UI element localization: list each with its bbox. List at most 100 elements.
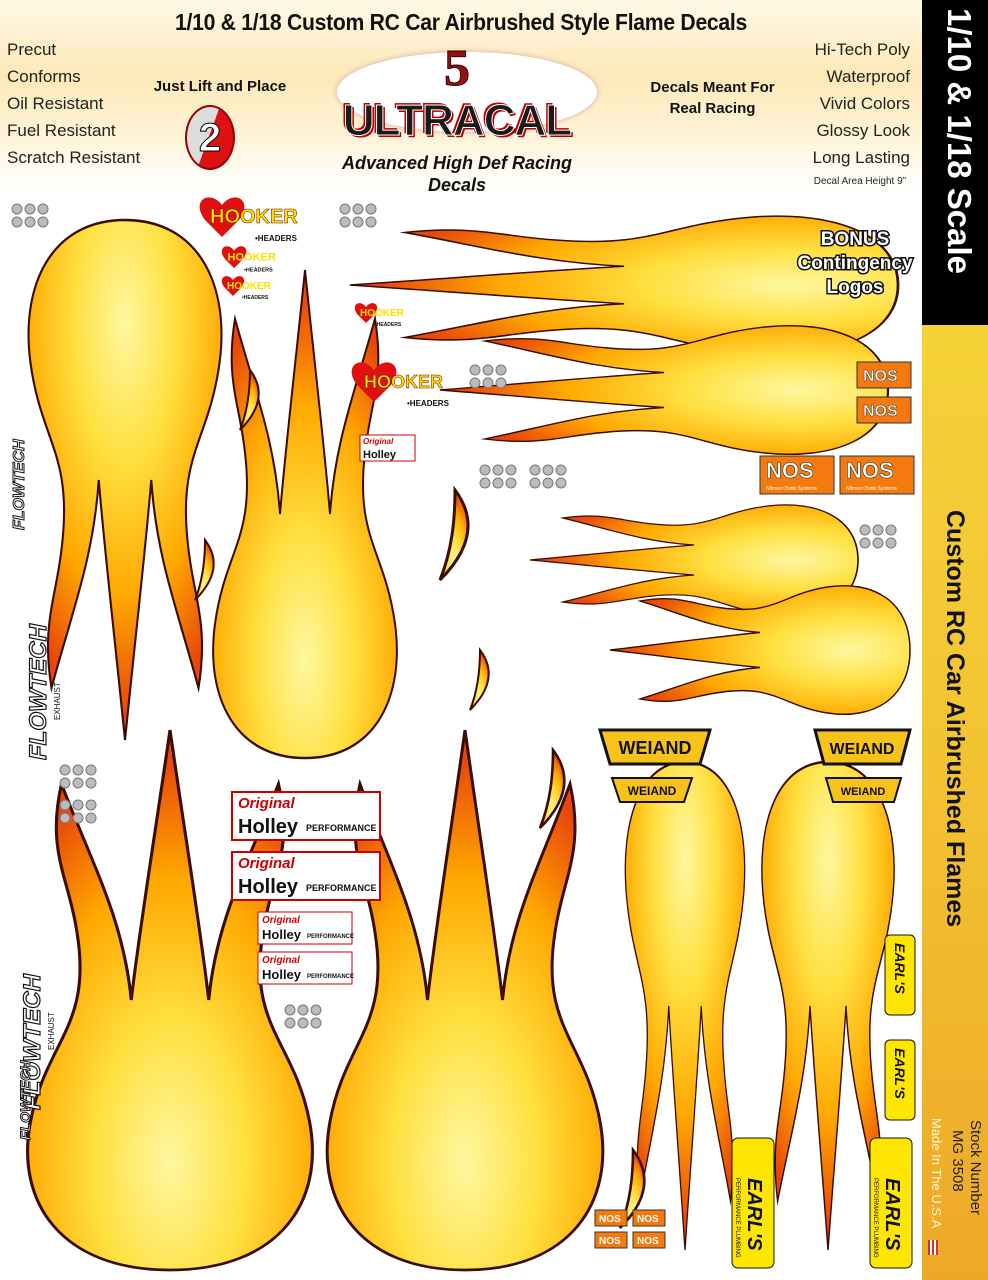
logo-oval [337,52,597,132]
feature-left: Conforms [7,67,81,86]
nos-logo: NOS [594,1231,628,1249]
flame-decal [438,324,890,456]
stock-label: Stock Number [967,1120,984,1216]
svg-text:NOS: NOS [599,1214,621,1225]
hardware-decal [529,464,567,489]
svg-text:Holley: Holley [363,449,397,461]
svg-text:•HEADERS: •HEADERS [242,295,269,301]
svg-text:Holley: Holley [238,876,299,898]
decal-sheet: HOOKER •HEADERS HOOKER •HEADERS HOOKER •… [11,197,916,1272]
flowtech-logo: FLOWTECH [17,1059,34,1140]
hardware-decal [469,364,507,389]
svg-text:PERFORMANCE PLUMBING: PERFORMANCE PLUMBING [734,1178,740,1258]
hardware-decal [284,1004,322,1029]
feature-left: Oil Resistant [7,94,104,113]
earls-logo: EARL'S [884,1039,916,1121]
feature-right: Long Lasting [812,148,910,167]
product-label: Custom RC Car Airbrushed Flames [941,510,969,928]
feature-left: Fuel Resistant [7,121,116,140]
scale-label: 1/10 & 1/18 Scale [941,8,978,275]
svg-text:WEIAND: WEIAND [628,784,677,798]
svg-text:EXHAUST: EXHAUST [53,682,62,720]
flame-wisp-decal [194,539,215,601]
svg-text:NOS: NOS [846,458,894,483]
nos-logo: NOS [594,1209,628,1227]
feature-right: Hi-Tech Poly [814,40,910,59]
step-badge: 2 [185,105,235,170]
svg-text:Original: Original [262,915,300,926]
svg-text:HOOKER: HOOKER [227,281,272,292]
feature-right: Glossy Look [816,121,910,140]
weiand-logo: WEIAND [597,728,713,766]
svg-text:EXHAUST: EXHAUST [47,1012,56,1050]
svg-text:Original: Original [262,955,300,966]
step-number: 2 [198,116,222,161]
bonus-contingency-label: BONUS Contingency Logos [796,228,914,300]
svg-text:FLOWTECH: FLOWTECH [17,1060,33,1140]
svg-text:WEIAND: WEIAND [619,738,692,758]
svg-text:Nitrous Oxide Systems: Nitrous Oxide Systems [766,486,817,492]
svg-text:PERFORMANCE: PERFORMANCE [307,934,354,940]
svg-text:WEIAND: WEIAND [841,786,886,798]
svg-text:EARL'S: EARL'S [892,1048,908,1099]
hardware-decal [479,464,517,489]
stock-info: Stock Number MG 3508 [948,1120,984,1215]
svg-text:•HEADERS: •HEADERS [407,399,450,408]
svg-text:Holley: Holley [262,967,302,982]
made-in: Made In The U.S.A [929,1118,944,1229]
svg-text:PERFORMANCE: PERFORMANCE [306,883,377,893]
svg-text:NOS: NOS [637,1214,659,1225]
svg-text:HOOKER: HOOKER [228,251,276,263]
ultracal-logo: 5 ULTRACAL Advanced High Def Racing Deca… [312,40,602,195]
side-panel: 1/10 & 1/18 Scale Custom RC Car Airbrush… [922,0,988,1280]
svg-text:NOS: NOS [637,1236,659,1247]
svg-text:FLOWTECH: FLOWTECH [11,439,28,530]
svg-text:Original: Original [238,855,296,872]
svg-text:HOOKER: HOOKER [210,206,298,228]
feature-left: Scratch Resistant [7,148,141,167]
weiand-logo: WEIAND [813,728,912,766]
feature-right: Waterproof [826,67,910,86]
svg-text:Holley: Holley [238,816,299,838]
flowtech-logo: FLOWTECH [11,438,29,530]
svg-text:Nitrous Oxide Systems: Nitrous Oxide Systems [846,486,897,492]
svg-text:NOS: NOS [599,1236,621,1247]
svg-text:FLOWTECH: FLOWTECH [25,623,52,760]
weiand-logo: WEIAND [824,777,903,803]
svg-text:Holley: Holley [262,927,302,942]
brand-number: 5 [444,40,471,97]
svg-text:NOS: NOS [766,458,814,483]
hardware-decal [859,524,897,549]
svg-text:NOS: NOS [863,403,898,420]
nos-logo: NOS Nitrous Oxide Systems [839,455,915,495]
svg-text:Contingency: Contingency [797,253,912,274]
brand-subtitle: Advanced High Def Racing Decals [341,153,573,195]
svg-text:•HEADERS: •HEADERS [244,267,273,273]
svg-text:BONUS: BONUS [821,229,890,250]
earls-logo: EARL'S [884,934,916,1016]
holley-logo: Original Holley [359,434,416,462]
flame-wisp-decal [438,488,470,582]
svg-text:PERFORMANCE PLUMBING: PERFORMANCE PLUMBING [872,1178,878,1258]
svg-text:PERFORMANCE: PERFORMANCE [306,823,377,833]
feature-left: Precut [7,40,57,59]
tagline-right: Decals Meant For Real Racing [640,77,785,119]
svg-text:Logos: Logos [827,277,884,298]
tagline-right-1: Decals Meant For [650,79,775,96]
flame-decal [211,268,399,760]
svg-text:WEIAND: WEIAND [830,741,895,758]
svg-text:EARL'S: EARL'S [881,1178,903,1251]
svg-text:•HEADERS: •HEADERS [375,322,402,328]
svg-text:Original: Original [238,795,296,812]
hardware-decal [339,203,377,228]
nos-logo: NOS [632,1231,666,1249]
decal-area-height: Decal Area Height 9” [813,176,906,187]
